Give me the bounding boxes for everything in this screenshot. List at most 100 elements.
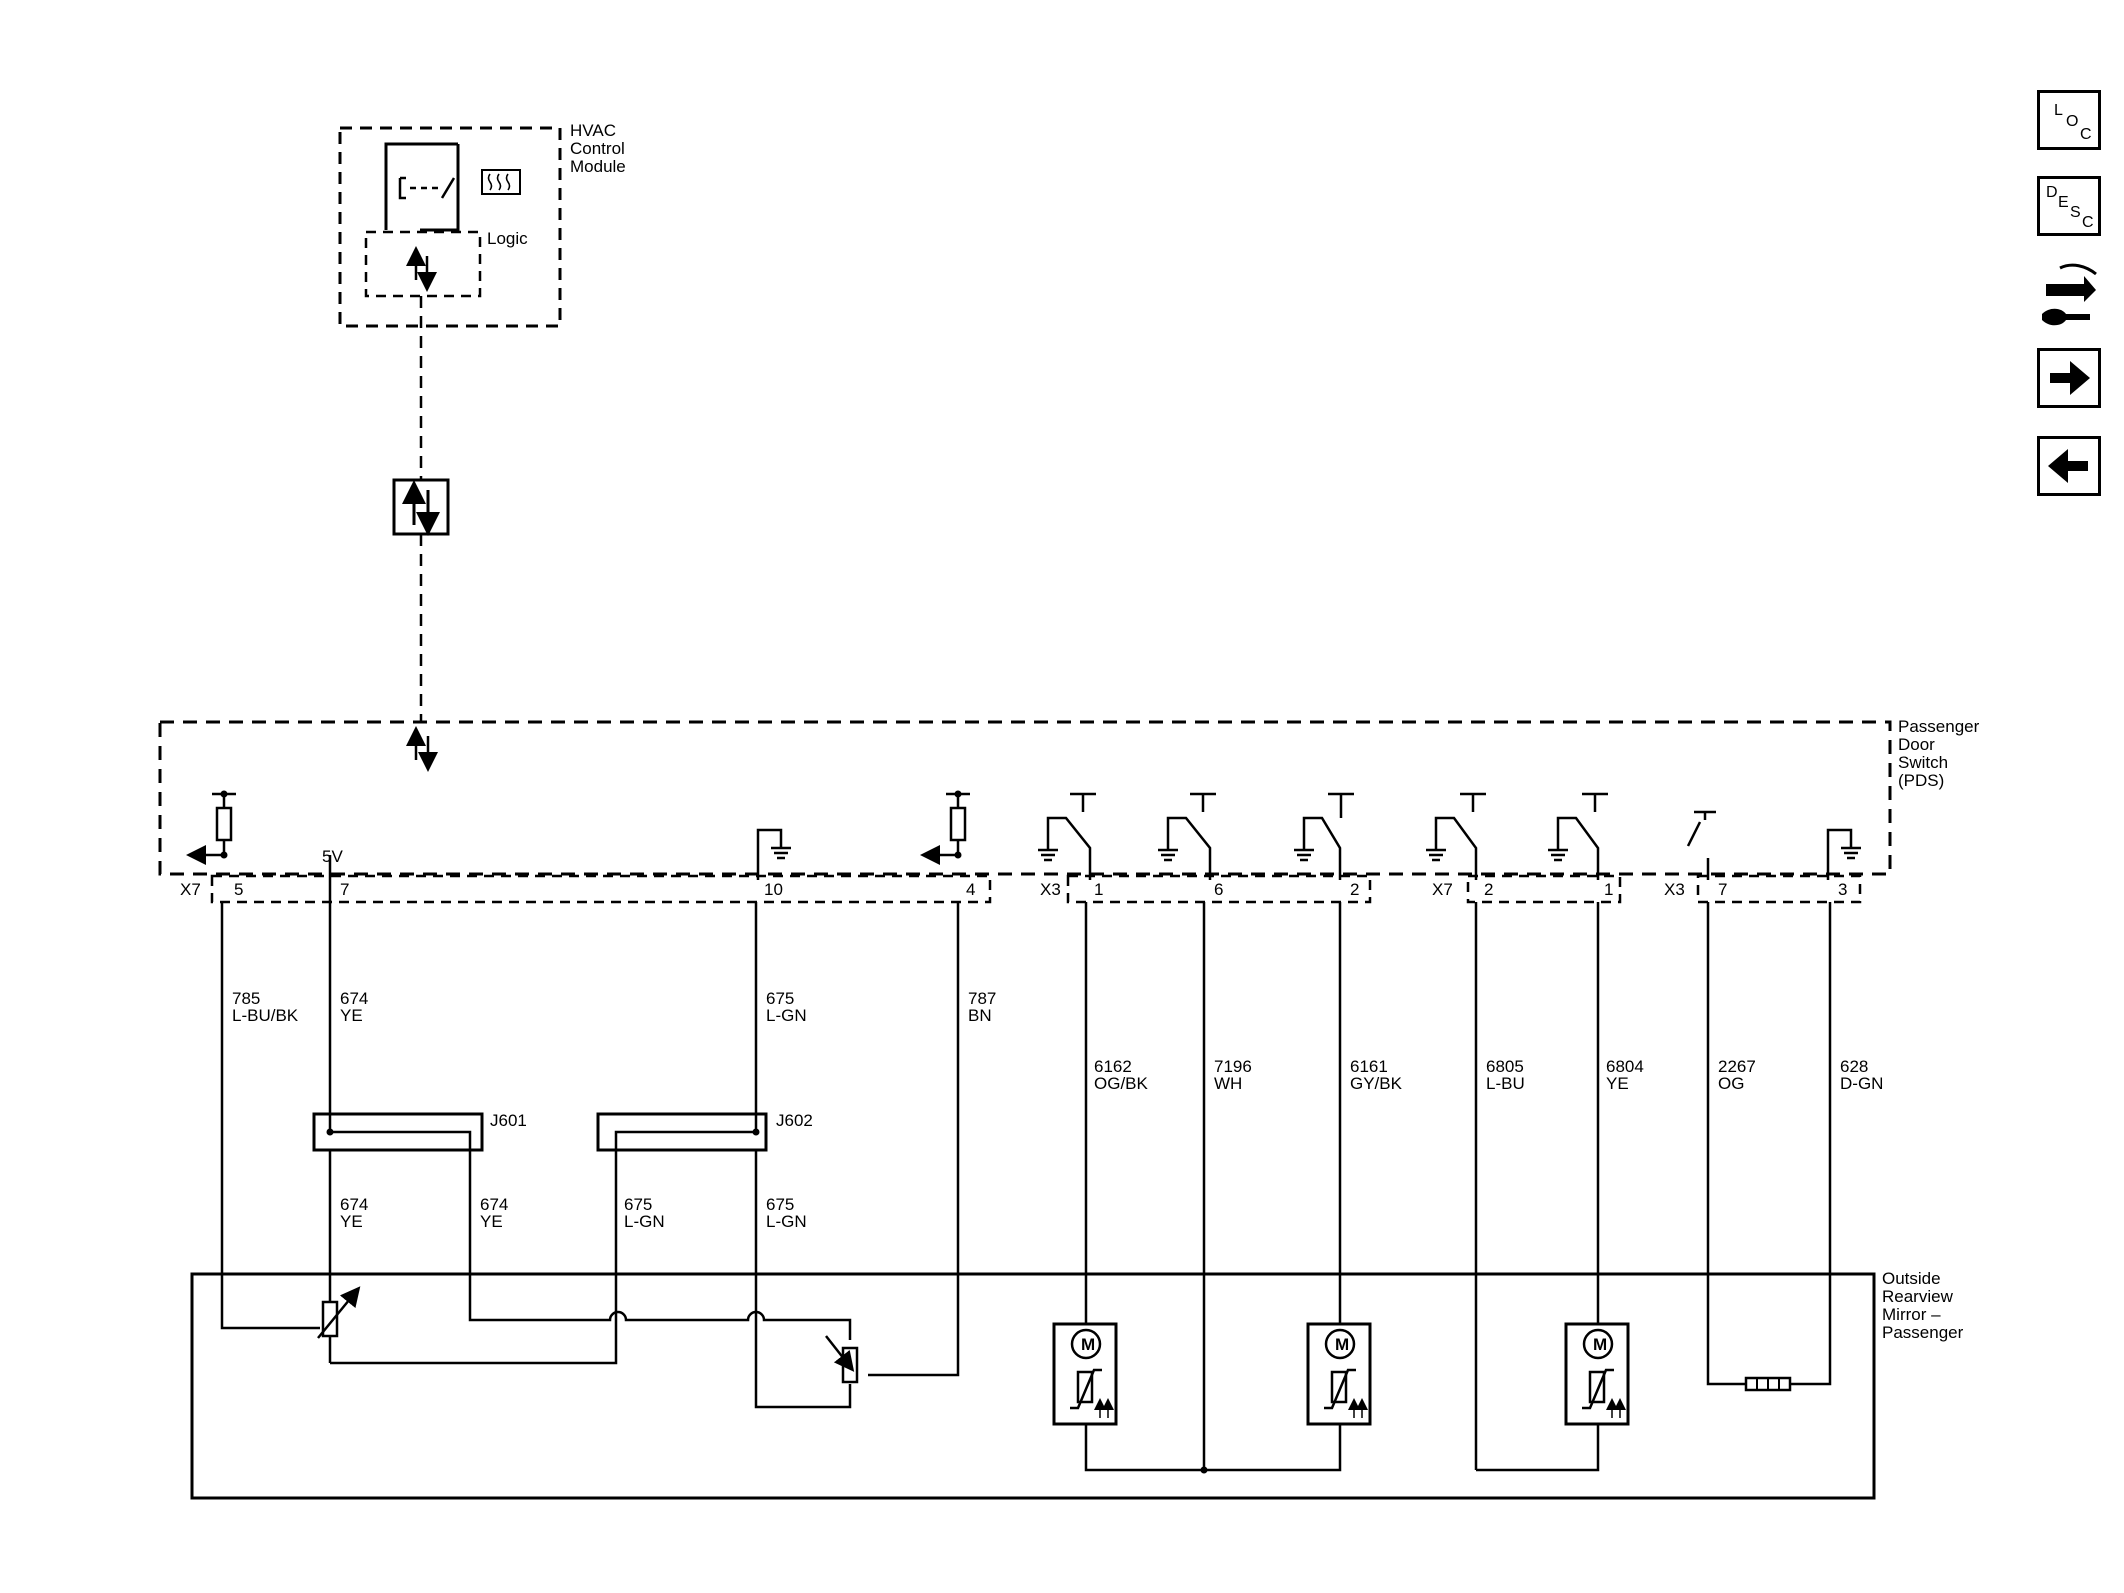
wire-circuit-label: 2267 [1718, 1057, 1756, 1076]
wire-circuit-label: 787 [968, 989, 996, 1008]
wire-circuit-label: 6805 [1486, 1057, 1524, 1076]
pds-ground-10 [756, 828, 791, 880]
pin-label: 10 [764, 880, 783, 899]
arrow-left-icon [2048, 449, 2088, 483]
location-button[interactable]: L O C [2037, 90, 2101, 150]
description-icon: D E S C [2046, 184, 2094, 231]
pin-label: 5 [234, 880, 243, 899]
wire-color-label: YE [480, 1212, 503, 1231]
wiring-lower [328, 1150, 852, 1409]
pds-switch-x7-1 [1548, 792, 1608, 880]
description-button[interactable]: D E S C [2037, 176, 2101, 236]
wire-circuit-label: 674 [340, 989, 368, 1008]
pds-pullup-resistor-5 [186, 790, 236, 865]
wire-color-label: YE [340, 1006, 363, 1025]
pin-label: 3 [1838, 880, 1847, 899]
mirror-title-line-2: Rearview [1882, 1287, 1954, 1306]
wire-circuit-label: 628 [1840, 1057, 1868, 1076]
pds-pullup-resistor-4 [920, 790, 970, 865]
wire-circuit-label: 675 [766, 989, 794, 1008]
position-sensor-horizontal [317, 1286, 361, 1339]
pds-switch-x3-1 [1038, 792, 1096, 880]
wire-color-label: YE [1606, 1074, 1629, 1093]
pds-ground-x3b-3 [1826, 828, 1861, 880]
hvac-control-module [338, 126, 562, 722]
wire-color-label: WH [1214, 1074, 1242, 1093]
wire-color-label: OG [1718, 1074, 1744, 1093]
pin-label: 1 [1094, 880, 1103, 899]
pin-label: 1 [1604, 880, 1613, 899]
connector-x3-label: X3 [1040, 880, 1061, 899]
connector-tool-button[interactable] [2036, 256, 2106, 332]
pds-title-line-2: Door [1898, 735, 1935, 754]
hvac-title-line-2: Control [570, 139, 625, 158]
motor-label: M [1593, 1335, 1607, 1354]
pds-title-line-1: Passenger [1898, 717, 1980, 736]
splice-j601 [312, 1112, 484, 1152]
pds-data-icon [406, 726, 438, 772]
connector-x7-label-2: X7 [1432, 880, 1453, 899]
pin-label: 6 [1214, 880, 1223, 899]
hvac-title-line-3: Module [570, 157, 626, 176]
pds-title-line-4: (PDS) [1898, 771, 1944, 790]
motor-label: M [1335, 1335, 1349, 1354]
wiring [220, 855, 1832, 1470]
pin-label: 7 [340, 880, 349, 899]
splice-j602-label: J602 [776, 1111, 813, 1130]
svg-text:O: O [2066, 113, 2078, 130]
svg-text:E: E [2058, 194, 2069, 211]
wire-color-label: D-GN [1840, 1074, 1883, 1093]
outside-mirror-module [190, 1272, 1876, 1500]
rear-defrost-icon [481, 169, 521, 195]
position-sensor-vertical [825, 1335, 859, 1384]
pds-switch-x7-2 [1426, 792, 1486, 880]
mirror-title-line-4: Passenger [1882, 1323, 1964, 1342]
pds-switch-x3-2 [1294, 792, 1354, 880]
pds-switch-x3b-7 [1686, 810, 1716, 880]
wire-color-label: L-BU [1486, 1074, 1525, 1093]
svg-text:D: D [2046, 184, 2058, 201]
pds-5v-label: 5V [322, 847, 343, 866]
pin-label: 4 [966, 880, 975, 899]
passenger-door-switch [158, 720, 1892, 904]
wire-color-label: L-BU/BK [232, 1006, 299, 1025]
previous-button[interactable] [2037, 436, 2101, 496]
svg-text:L: L [2054, 102, 2063, 119]
pin-label: 2 [1350, 880, 1359, 899]
wire-circuit-label: 6162 [1094, 1057, 1132, 1076]
wire-circuit-label: 674 [340, 1195, 368, 1214]
wire-circuit-label: 6804 [1606, 1057, 1644, 1076]
hvac-title-line-1: HVAC [570, 121, 616, 140]
wire-color-label: YE [340, 1212, 363, 1231]
svg-text:C: C [2082, 214, 2094, 231]
wire-color-label: OG/BK [1094, 1074, 1149, 1093]
splice-j602 [596, 1112, 768, 1152]
wire-color-label: L-GN [766, 1006, 807, 1025]
pds-title-line-3: Switch [1898, 753, 1948, 772]
wire-color-label: L-GN [624, 1212, 665, 1231]
next-button[interactable] [2037, 348, 2101, 408]
wire-circuit-label: 675 [624, 1195, 652, 1214]
wire-circuit-label: 675 [766, 1195, 794, 1214]
svg-text:S: S [2070, 204, 2081, 221]
mirror-title-line-1: Outside [1882, 1269, 1941, 1288]
wire-color-label: BN [968, 1006, 992, 1025]
data-communication-icon [406, 246, 437, 292]
pds-switch-x3-6 [1158, 792, 1216, 880]
arrow-right-icon [2050, 361, 2090, 395]
wire-circuit-label: 7196 [1214, 1057, 1252, 1076]
wire-circuit-label: 674 [480, 1195, 508, 1214]
wire-color-label: L-GN [766, 1212, 807, 1231]
wire-circuit-label: 785 [232, 989, 260, 1008]
pin-label: 2 [1484, 880, 1493, 899]
serial-data-icon [402, 480, 440, 536]
location-icon: L O C [2054, 102, 2092, 143]
connector-x7-label: X7 [180, 880, 201, 899]
wire-circuit-label: 6161 [1350, 1057, 1388, 1076]
mirror-title-line-3: Mirror – [1882, 1305, 1941, 1324]
connector-tool-icon [2042, 263, 2097, 326]
motor-label: M [1081, 1335, 1095, 1354]
svg-text:C: C [2080, 126, 2092, 143]
mirror-heater-element [1744, 1376, 1792, 1392]
